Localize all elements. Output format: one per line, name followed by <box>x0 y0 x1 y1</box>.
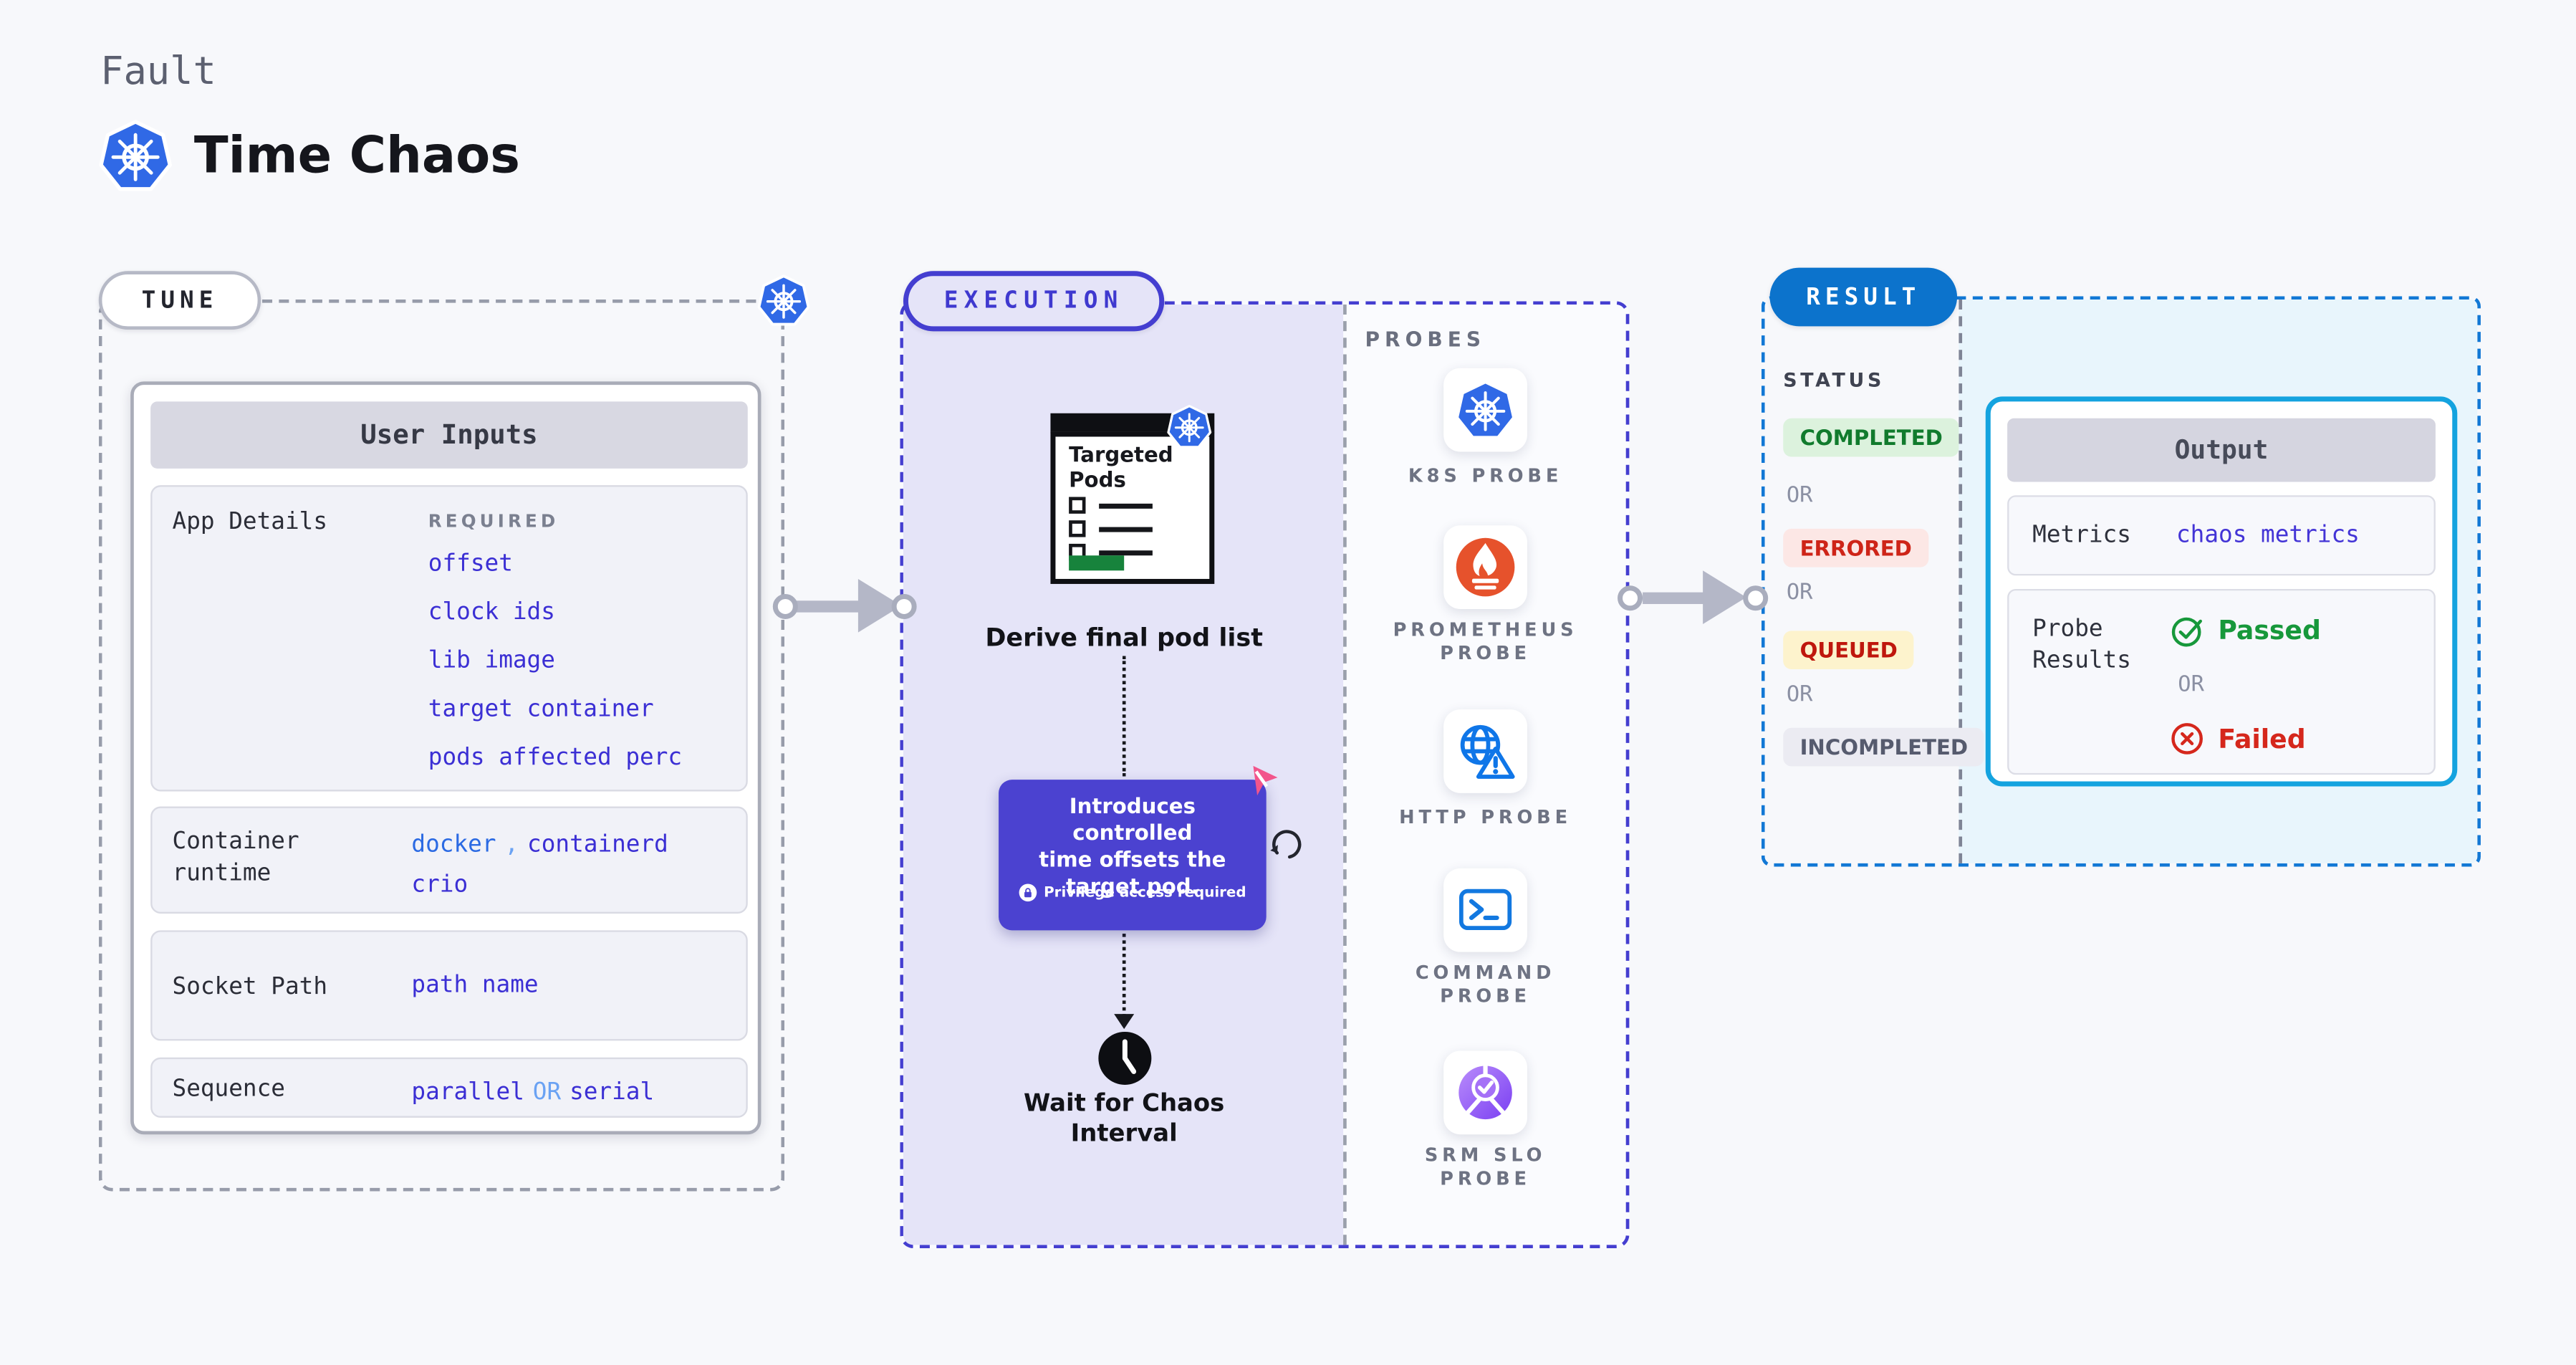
probe-tile-k8s <box>1443 368 1527 452</box>
page-title: Time Chaos <box>193 127 520 186</box>
refresh-icon <box>1267 823 1307 863</box>
http-globe-icon <box>1453 719 1517 783</box>
flow-dotted-line <box>1122 656 1126 777</box>
probe-tile-srm-slo <box>1443 1050 1527 1135</box>
probe-label: PROMETHEUS PROBE <box>1393 618 1578 664</box>
probe-tile-prometheus <box>1443 525 1527 609</box>
runtime-separator: , <box>504 831 519 858</box>
app-details-section: App Details REQUIRED offset clock ids li… <box>150 485 748 792</box>
link-path-name[interactable]: path name <box>411 972 539 1000</box>
probe-results-row: Probe Results Passed OR Failed <box>2007 588 2436 775</box>
card-body: Targeted Pods <box>1050 431 1215 584</box>
probes-heading: PROBES <box>1365 327 1486 352</box>
arrow-shaft <box>1643 591 1706 604</box>
link-serial[interactable]: serial <box>569 1079 655 1106</box>
targeted-pods-title: Targeted Pods <box>1069 441 1173 492</box>
progress-bar <box>1069 555 1125 571</box>
probe-results-label: Probe Results <box>2032 616 2131 674</box>
probe-label: COMMAND PROBE <box>1415 962 1556 1007</box>
connector-node <box>1743 585 1769 611</box>
lock-icon <box>1019 883 1037 902</box>
tune-pill: TUNE <box>98 271 261 330</box>
probes-separator <box>1343 304 1347 1245</box>
fault-eyebrow: Fault <box>100 50 216 94</box>
link-lib-image[interactable]: lib image <box>428 647 555 675</box>
connector-node <box>772 593 798 619</box>
status-badge-incompleted: INCOMPLETED <box>1783 727 1985 767</box>
output-box: Output Metrics chaos metrics Probe Resul… <box>1985 396 2458 787</box>
terminal-icon <box>1453 878 1517 942</box>
link-target-container[interactable]: target container <box>428 696 654 723</box>
clock-icon <box>1097 1030 1153 1086</box>
tooltip-text: Introduces controlled time offsets the t… <box>1039 792 1226 899</box>
probe-tile-command <box>1443 868 1527 952</box>
line-glyph <box>1099 527 1153 532</box>
output-header: Output <box>2007 418 2436 482</box>
status-badge-completed: COMPLETED <box>1783 418 1960 457</box>
flow-dotted-line <box>1122 933 1126 1017</box>
app-details-label: App Details <box>172 508 328 536</box>
result-pill: RESULT <box>1769 267 1958 327</box>
container-runtime-section: Container runtime docker , containerd cr… <box>150 806 748 914</box>
privilege-note: Privilege access required <box>1044 884 1246 901</box>
prometheus-icon <box>1456 537 1515 597</box>
kubernetes-icon <box>1166 403 1213 450</box>
link-offset[interactable]: offset <box>428 550 513 578</box>
link-crio[interactable]: crio <box>411 871 468 899</box>
status-badge-queued: QUEUED <box>1783 631 1915 670</box>
required-badge: REQUIRED <box>428 512 559 532</box>
container-runtime-label: Container runtime <box>172 828 299 887</box>
tune-section-box <box>98 299 785 1192</box>
connector-node <box>891 593 917 619</box>
execution-pill: EXECUTION <box>903 271 1165 332</box>
status-or: OR <box>1786 682 1813 708</box>
failed-label: Failed <box>2218 723 2306 754</box>
kubernetes-icon <box>97 117 173 193</box>
user-inputs-card: User Inputs App Details REQUIRED offset … <box>130 381 761 1135</box>
probe-tile-http <box>1443 709 1527 793</box>
link-containerd[interactable]: containerd <box>527 831 668 858</box>
x-circle-icon <box>2170 721 2205 756</box>
status-or: OR <box>1786 580 1813 606</box>
link-chaos-metrics[interactable]: chaos metrics <box>2176 522 2360 549</box>
probe-label: HTTP PROBE <box>1399 806 1572 828</box>
link-docker[interactable]: docker <box>411 831 496 858</box>
sequence-or: OR <box>532 1079 562 1106</box>
probe-label: SRM SLO PROBE <box>1424 1144 1547 1189</box>
cursor-decoration-icon <box>1242 760 1284 802</box>
arrow-shaft <box>796 600 863 613</box>
kubernetes-icon <box>756 273 811 328</box>
wait-caption: Wait for Chaos Interval <box>1024 1091 1225 1147</box>
link-parallel[interactable]: parallel <box>411 1079 524 1106</box>
checkbox-glyph <box>1069 497 1086 514</box>
check-circle-icon <box>2170 613 2205 648</box>
slo-pie-icon <box>1453 1060 1517 1124</box>
metrics-label: Metrics <box>2032 522 2131 549</box>
passed-label: Passed <box>2218 615 2321 646</box>
probe-results-or: OR <box>2178 672 2204 698</box>
socket-path-label: Socket Path <box>172 974 328 1001</box>
fault-tooltip: Introduces controlled time offsets the t… <box>999 780 1267 931</box>
checkbox-glyph <box>1069 520 1086 537</box>
socket-path-section: Socket Path path name <box>150 930 748 1041</box>
sequence-label: Sequence <box>172 1076 285 1103</box>
status-badge-errored: ERRORED <box>1783 528 1929 567</box>
status-or: OR <box>1786 483 1813 509</box>
link-pods-affected-perc[interactable]: pods affected perc <box>428 744 683 772</box>
sequence-section: Sequence parallel OR serial <box>150 1057 748 1118</box>
status-separator <box>1959 299 1963 863</box>
probe-label: K8S PROBE <box>1408 465 1563 487</box>
link-clock-ids[interactable]: clock ids <box>428 598 555 626</box>
status-heading: STATUS <box>1783 368 1885 392</box>
arrow-head-down <box>1114 1014 1135 1030</box>
arrow-head <box>1703 570 1746 624</box>
line-glyph <box>1099 503 1153 508</box>
line-glyph <box>1099 550 1153 555</box>
metrics-row: Metrics chaos metrics <box>2007 495 2436 576</box>
user-inputs-header: User Inputs <box>150 401 748 469</box>
connector-node <box>1618 585 1643 611</box>
kubernetes-icon <box>1453 378 1517 442</box>
derive-caption: Derive final pod list <box>985 622 1264 653</box>
